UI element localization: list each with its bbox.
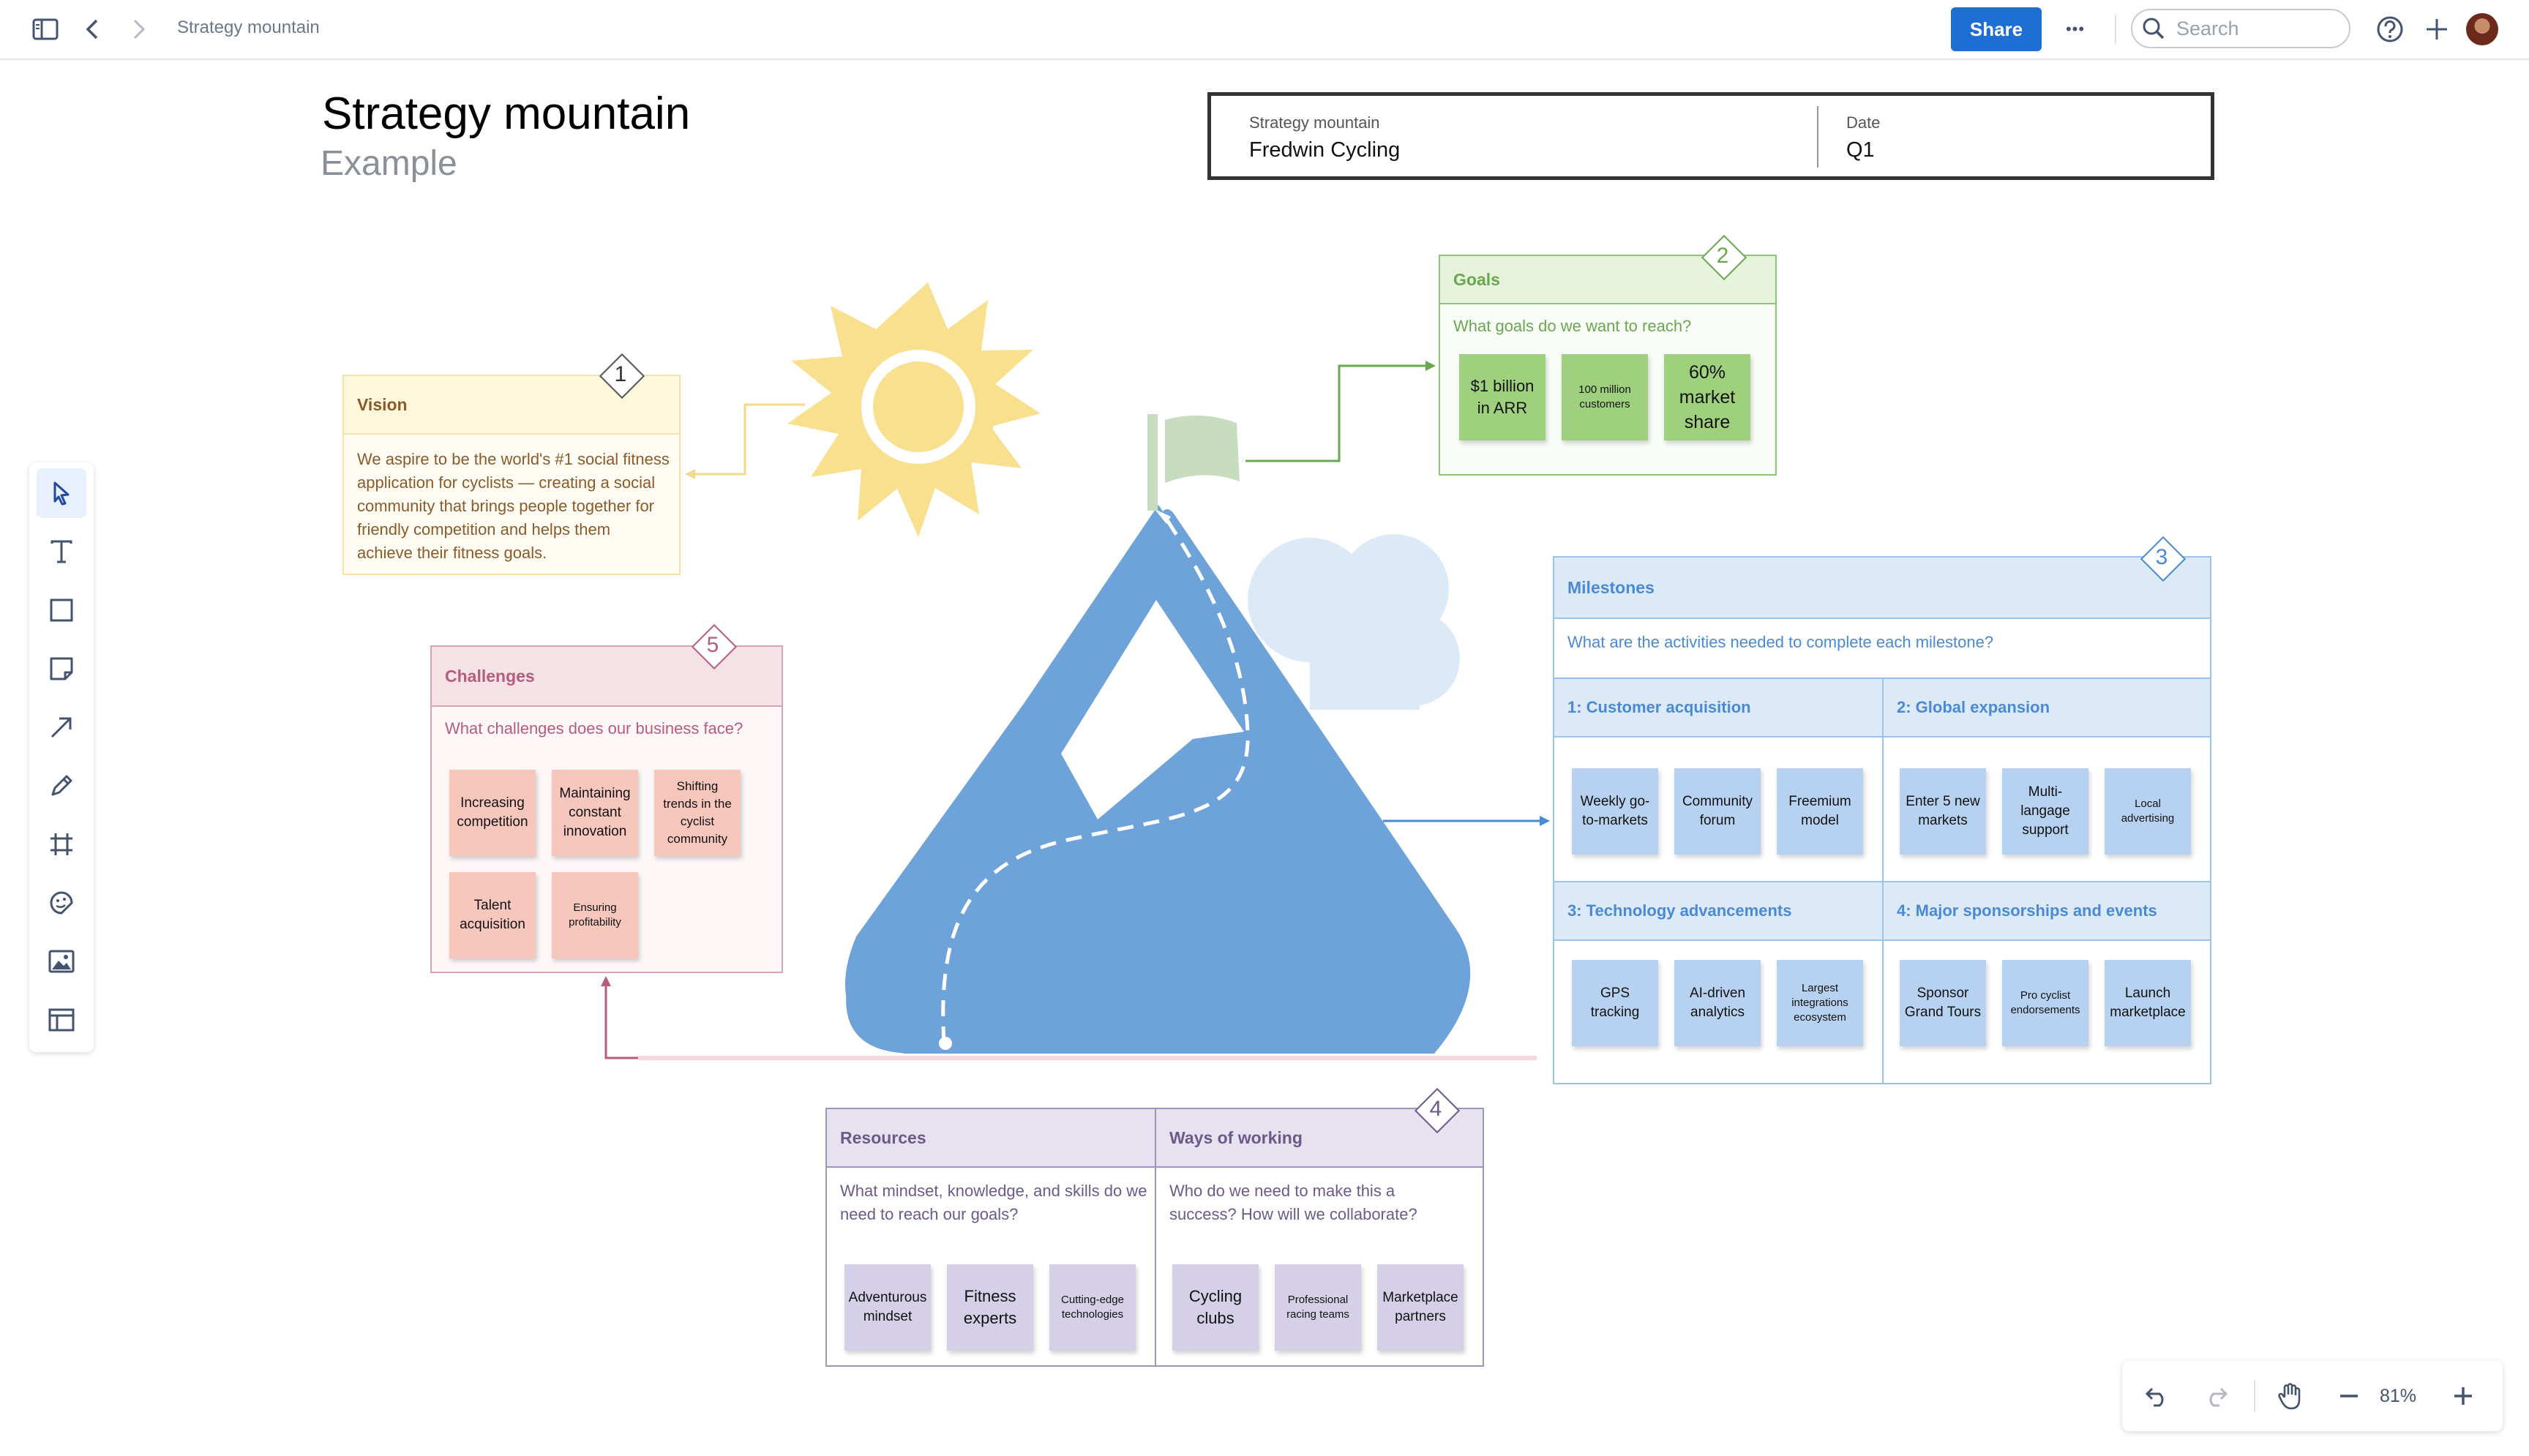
- milestone-sticky[interactable]: Largest integrations ecosystem: [1777, 960, 1863, 1046]
- add-icon[interactable]: [2419, 12, 2454, 47]
- avatar[interactable]: [2466, 13, 2498, 45]
- challenge-sticky[interactable]: Increasing competition: [449, 770, 536, 856]
- milestones-frame[interactable]: Milestones What are the activities neede…: [1553, 556, 2211, 1084]
- sidebar-toggle-icon[interactable]: [28, 12, 63, 47]
- milestone-sticky[interactable]: Multi-langage support: [2002, 768, 2088, 855]
- milestone-sticky[interactable]: AI-driven analytics: [1674, 960, 1761, 1046]
- milestone-sticky[interactable]: Community forum: [1674, 768, 1761, 855]
- ways-sticky[interactable]: Professional racing teams: [1275, 1264, 1361, 1351]
- search-input[interactable]: Search: [2131, 9, 2350, 48]
- ways-sticky[interactable]: Marketplace partners: [1377, 1264, 1464, 1351]
- date-value[interactable]: Q1: [1846, 138, 1875, 162]
- milestone-sticky[interactable]: GPS tracking: [1572, 960, 1658, 1046]
- zoom-level[interactable]: 81%: [2380, 1386, 2417, 1406]
- challenge-sticky[interactable]: Shifting trends in the cyclist community: [654, 770, 741, 856]
- text-tool-icon[interactable]: [37, 527, 86, 577]
- search-icon: [2141, 16, 2166, 45]
- date-label: Date: [1846, 113, 1881, 132]
- select-tool-icon[interactable]: [37, 468, 86, 518]
- pen-tool-icon[interactable]: [37, 761, 86, 811]
- info-box: Strategy mountain Fredwin Cycling Date Q…: [1207, 92, 2214, 180]
- goal-sticky[interactable]: 60% market share: [1664, 354, 1750, 440]
- resource-sticky[interactable]: Cutting-edge technologies: [1049, 1264, 1136, 1351]
- resources-frame[interactable]: Resources Ways of working What mindset, …: [825, 1108, 1484, 1367]
- goal-sticky[interactable]: $1 billion in ARR: [1459, 354, 1546, 440]
- page-title: Strategy mountain: [322, 89, 691, 139]
- sun-icon: [787, 282, 1041, 537]
- resource-sticky[interactable]: Adventurous mindset: [844, 1264, 931, 1351]
- challenges-title: Challenges: [432, 647, 782, 707]
- connector-tool-icon[interactable]: [37, 702, 86, 752]
- top-bar: Strategy mountain Share ••• Search: [0, 0, 2529, 60]
- milestone-sticky[interactable]: Enter 5 new markets: [1900, 768, 1986, 855]
- forward-arrow-icon[interactable]: [121, 12, 157, 47]
- tool-palette: [29, 462, 94, 1052]
- milestone-section-title: 3: Technology advancements: [1554, 882, 1882, 941]
- name-label: Strategy mountain: [1249, 113, 1380, 132]
- vision-text: We aspire to be the world's #1 social fi…: [357, 450, 670, 562]
- image-tool-icon[interactable]: [37, 937, 86, 986]
- milestone-section-title: 4: Major sponsorships and events: [1884, 882, 2210, 941]
- milestones-title: Milestones: [1554, 558, 2210, 619]
- breadcrumb[interactable]: Strategy mountain: [177, 18, 320, 37]
- step-badge-4: 4: [1414, 1087, 1461, 1134]
- page-subtitle: Example: [321, 144, 457, 183]
- milestone-sticky[interactable]: Freemium model: [1777, 768, 1863, 855]
- cloud-icon: [1248, 534, 1460, 710]
- template-tool-icon[interactable]: [37, 995, 86, 1045]
- frame-tool-icon[interactable]: [37, 819, 86, 869]
- ways-question: Who do we need to make this a success? H…: [1169, 1182, 1417, 1223]
- challenge-sticky[interactable]: Ensuring profitability: [552, 872, 638, 958]
- challenge-sticky[interactable]: Maintaining constant innovation: [552, 770, 638, 856]
- step-badge-5: 5: [691, 623, 738, 670]
- milestone-sticky[interactable]: Weekly go-to-markets: [1572, 768, 1658, 855]
- milestones-question: What are the activities needed to comple…: [1567, 633, 1994, 651]
- ways-title: Ways of working: [1169, 1128, 1303, 1147]
- milestone-section-title: 2: Global expansion: [1884, 679, 2210, 738]
- resource-sticky[interactable]: Fitness experts: [947, 1264, 1033, 1351]
- name-value[interactable]: Fredwin Cycling: [1249, 138, 1401, 162]
- share-button[interactable]: Share: [1951, 7, 2042, 51]
- zoom-in-icon[interactable]: [2446, 1378, 2481, 1414]
- challenges-question: What challenges does our business face?: [445, 719, 743, 738]
- divider: [2115, 15, 2116, 44]
- milestone-sticky[interactable]: Local advertising: [2105, 768, 2191, 855]
- milestone-sticky[interactable]: Launch marketplace: [2105, 960, 2191, 1046]
- hand-pan-icon[interactable]: [2273, 1378, 2308, 1414]
- vision-frame[interactable]: Vision We aspire to be the world's #1 so…: [342, 375, 681, 575]
- resources-title: Resources: [840, 1128, 926, 1147]
- info-divider: [1817, 106, 1818, 168]
- milestone-sticky[interactable]: Sponsor Grand Tours: [1900, 960, 1986, 1046]
- undo-icon[interactable]: [2140, 1378, 2175, 1414]
- sticky-note-tool-icon[interactable]: [37, 644, 86, 694]
- step-badge-1: 1: [599, 353, 645, 399]
- goal-sticky[interactable]: 100 million customers: [1562, 354, 1648, 440]
- ways-sticky[interactable]: Cycling clubs: [1172, 1264, 1259, 1351]
- zoom-out-icon[interactable]: [2331, 1378, 2367, 1414]
- milestone-sticky[interactable]: Pro cyclist endorsements: [2002, 960, 2088, 1046]
- step-badge-3: 3: [2140, 536, 2187, 582]
- goals-question: What goals do we want to reach?: [1453, 317, 1692, 335]
- milestone-section-title: 1: Customer acquisition: [1554, 679, 1882, 738]
- challenges-frame[interactable]: Challenges What challenges does our busi…: [430, 645, 783, 973]
- redo-icon[interactable]: [2198, 1378, 2233, 1414]
- goals-frame[interactable]: Goals What goals do we want to reach? $1…: [1439, 255, 1777, 476]
- step-badge-2: 2: [1701, 234, 1747, 281]
- more-options-icon[interactable]: •••: [2065, 20, 2086, 38]
- flag-icon: [1147, 414, 1240, 511]
- sticker-tool-icon[interactable]: [37, 878, 86, 928]
- shape-tool-icon[interactable]: [37, 585, 86, 635]
- zoom-controls: 81%: [2122, 1361, 2503, 1431]
- challenge-sticky[interactable]: Talent acquisition: [449, 872, 536, 958]
- resources-question: What mindset, knowledge, and skills do w…: [840, 1182, 1147, 1223]
- back-arrow-icon[interactable]: [75, 12, 110, 47]
- help-icon[interactable]: [2372, 12, 2408, 47]
